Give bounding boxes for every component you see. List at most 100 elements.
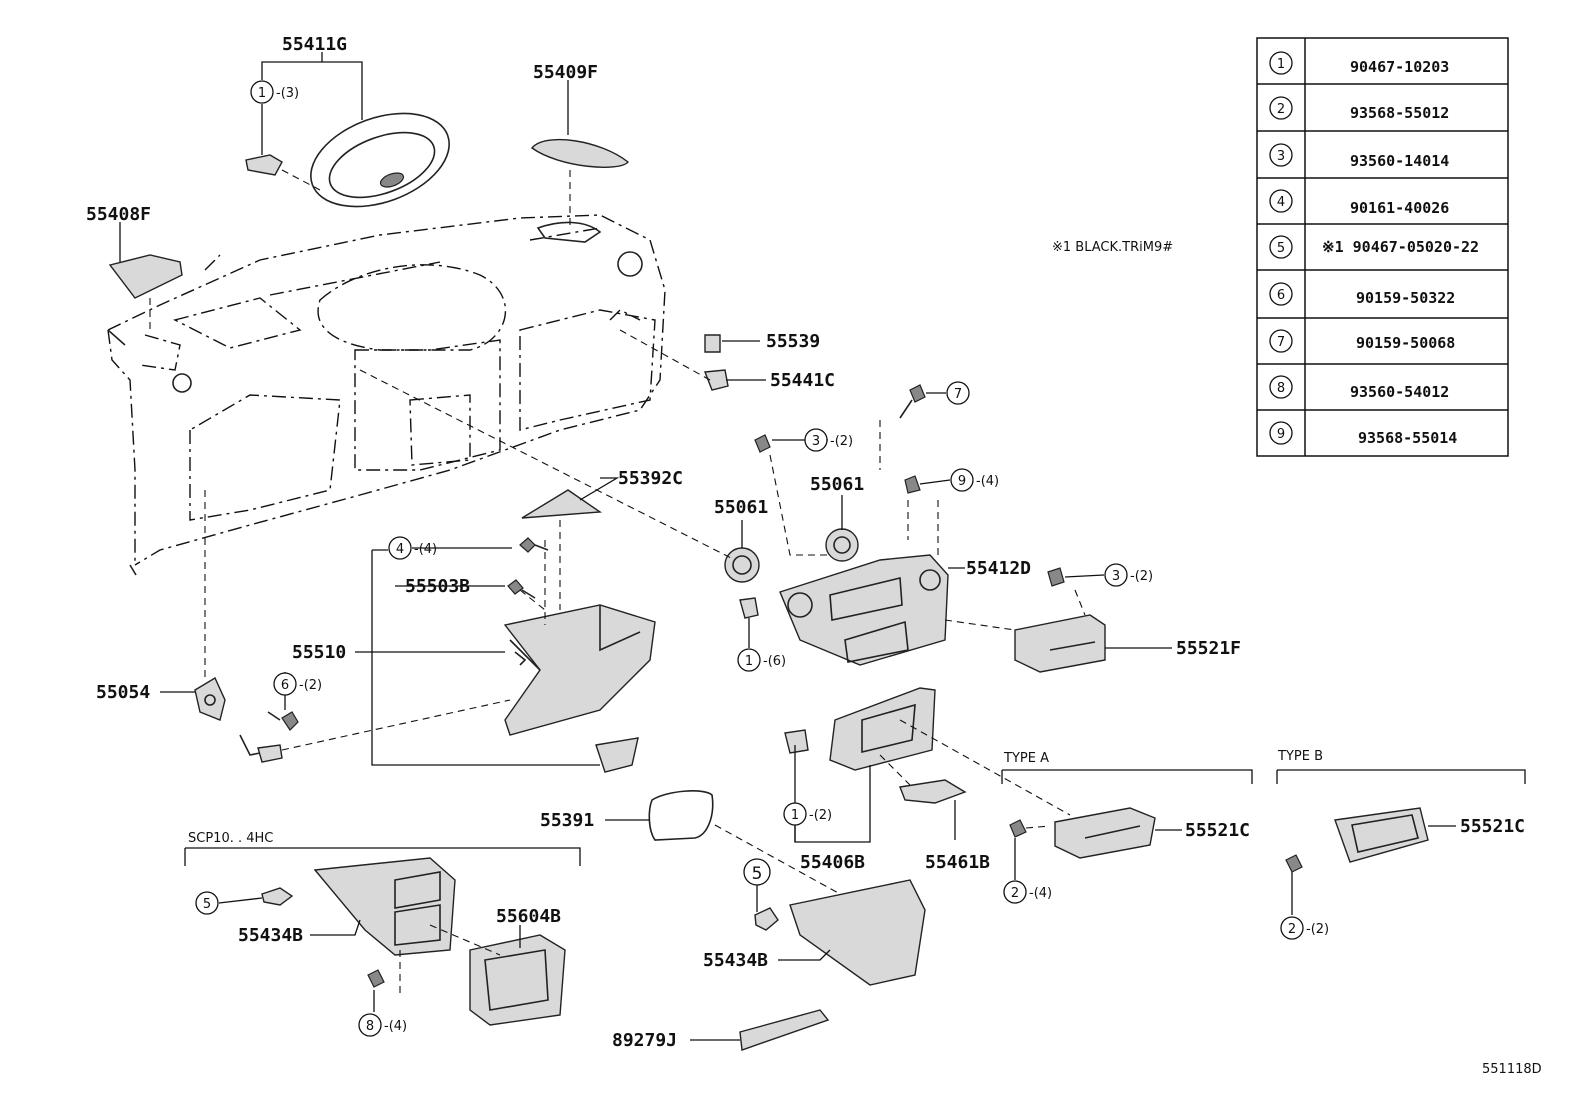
clip-illustrations xyxy=(619,329,729,391)
svg-text:6: 6 xyxy=(1277,288,1285,303)
label-55521C-type-b: 55521C xyxy=(1460,816,1525,837)
part-55412D-illustration xyxy=(739,554,1016,666)
callout-2-b: 2 -(2) xyxy=(1280,916,1329,940)
svg-text:90467-10203: 90467-10203 xyxy=(1350,58,1449,76)
svg-text:5: 5 xyxy=(1277,241,1285,256)
svg-text:1: 1 xyxy=(745,654,753,669)
part-55434B-right-illustration xyxy=(789,879,926,986)
svg-text:-(3): -(3) xyxy=(276,86,299,101)
svg-text:3: 3 xyxy=(812,434,820,449)
table-row: 7 90159-50068 xyxy=(1269,329,1455,353)
svg-text:9: 9 xyxy=(958,474,966,489)
svg-text:-(4): -(4) xyxy=(1029,886,1052,901)
part-55510-illustration xyxy=(503,540,656,773)
part-55408F-illustration xyxy=(108,254,183,330)
trim-note: ※1 BLACK.TRiM9# xyxy=(1052,240,1173,255)
part-55061-illustrations xyxy=(359,369,859,583)
callout-3-b: 3 -(2) xyxy=(1104,563,1153,587)
label-55391: 55391 xyxy=(540,810,594,831)
table-row: 2 93568-55012 xyxy=(1269,96,1449,122)
svg-text:2: 2 xyxy=(1277,102,1285,117)
label-scp-variant: SCP10. . 4HC xyxy=(188,831,273,846)
svg-text:4: 4 xyxy=(1277,195,1285,210)
svg-text:3: 3 xyxy=(1277,149,1285,164)
svg-text:-(2): -(2) xyxy=(1306,922,1329,937)
part-55391-illustration xyxy=(648,790,861,906)
svg-text:9: 9 xyxy=(1277,427,1285,442)
part-55392C-illustration xyxy=(521,489,603,610)
svg-text:2: 2 xyxy=(1011,886,1019,901)
part-55409F-illustration xyxy=(530,138,629,230)
svg-text:90161-40026: 90161-40026 xyxy=(1350,199,1449,217)
part-55521F-illustration xyxy=(1014,614,1106,673)
fastener-callouts: 1 -(3) 3 -(2) 7 9 -(4) 3 -(2) 4 -(4) xyxy=(195,80,1329,1037)
label-55539: 55539 xyxy=(766,331,820,352)
label-type-b: TYPE B xyxy=(1277,749,1323,764)
callout-1-c: 1 -(2) xyxy=(783,802,832,826)
diagram-id: 551118D xyxy=(1482,1062,1542,1077)
label-55521F: 55521F xyxy=(1176,638,1241,659)
svg-text:1: 1 xyxy=(1277,57,1285,72)
svg-text:-(6): -(6) xyxy=(763,654,786,669)
label-55604B: 55604B xyxy=(496,906,561,927)
table-row: 9 93568-55014 xyxy=(1269,421,1457,447)
table-row: 3 93560-14014 xyxy=(1269,143,1449,170)
svg-text:1: 1 xyxy=(258,86,266,101)
part-55054-illustration xyxy=(194,676,511,763)
svg-text:5: 5 xyxy=(752,864,763,884)
callout-1-a: 1 -(3) xyxy=(250,80,299,104)
callout-9: 9 -(4) xyxy=(950,468,999,492)
svg-text:-(2): -(2) xyxy=(809,808,832,823)
part-labels: 55411G 55409F 55408F 55539 55441C 55392C… xyxy=(86,34,1542,1077)
part-55434B-left-illustration xyxy=(313,857,456,995)
part-55604B-illustration xyxy=(429,924,566,1026)
table-row: 5 ※1 90467-05020-22 xyxy=(1269,235,1479,259)
svg-text:-(4): -(4) xyxy=(414,542,437,557)
label-55434B-left: 55434B xyxy=(238,925,303,946)
label-55441C: 55441C xyxy=(770,370,835,391)
callout-8: 8 -(4) xyxy=(358,1013,407,1037)
part-89279J-illustration xyxy=(739,1009,830,1051)
callout-4: 4 -(4) xyxy=(388,536,437,560)
table-row: 8 93560-54012 xyxy=(1269,375,1449,401)
svg-text:93568-55014: 93568-55014 xyxy=(1358,429,1457,447)
svg-text:-(4): -(4) xyxy=(384,1019,407,1034)
leader-lines xyxy=(119,52,1526,1041)
label-type-a: TYPE A xyxy=(1003,751,1049,766)
label-55521C-type-a: 55521C xyxy=(1185,820,1250,841)
svg-text:1: 1 xyxy=(791,808,799,823)
label-55510: 55510 xyxy=(292,642,346,663)
svg-text:93560-14014: 93560-14014 xyxy=(1350,152,1449,170)
part-55411G-illustration xyxy=(245,112,450,208)
svg-text:-(4): -(4) xyxy=(976,474,999,489)
instrument-panel-illustration xyxy=(107,214,666,680)
table-row: 6 90159-50322 xyxy=(1269,282,1455,307)
svg-text:3: 3 xyxy=(1112,569,1120,584)
label-55461B: 55461B xyxy=(925,852,990,873)
fastener-illustrations xyxy=(261,384,1303,988)
svg-text:-(2): -(2) xyxy=(1130,569,1153,584)
svg-text:2: 2 xyxy=(1288,922,1296,937)
callout-6: 6 -(2) xyxy=(273,672,322,696)
label-89279J: 89279J xyxy=(612,1030,677,1051)
svg-text:90159-50068: 90159-50068 xyxy=(1356,334,1455,352)
label-55409F: 55409F xyxy=(533,62,598,83)
label-55434B-right: 55434B xyxy=(703,950,768,971)
fastener-table: 1 90467-10203 2 93568-55012 3 93560-1401… xyxy=(1256,37,1509,457)
label-55408F: 55408F xyxy=(86,204,151,225)
label-55054: 55054 xyxy=(96,682,150,703)
label-55392C: 55392C xyxy=(618,468,683,489)
label-55412D: 55412D xyxy=(966,558,1031,579)
table-row: 1 90467-10203 xyxy=(1269,51,1449,76)
svg-text:-(2): -(2) xyxy=(830,434,853,449)
svg-text:93568-55012: 93568-55012 xyxy=(1350,104,1449,122)
table-row: 4 90161-40026 xyxy=(1269,189,1449,217)
label-55406B: 55406B xyxy=(800,852,865,873)
part-55406B-illustration xyxy=(784,687,1071,816)
svg-text:93560-54012: 93560-54012 xyxy=(1350,383,1449,401)
label-55411G: 55411G xyxy=(282,34,347,55)
svg-text:8: 8 xyxy=(366,1019,374,1034)
svg-text:7: 7 xyxy=(1277,335,1285,350)
svg-text:6: 6 xyxy=(281,678,289,693)
